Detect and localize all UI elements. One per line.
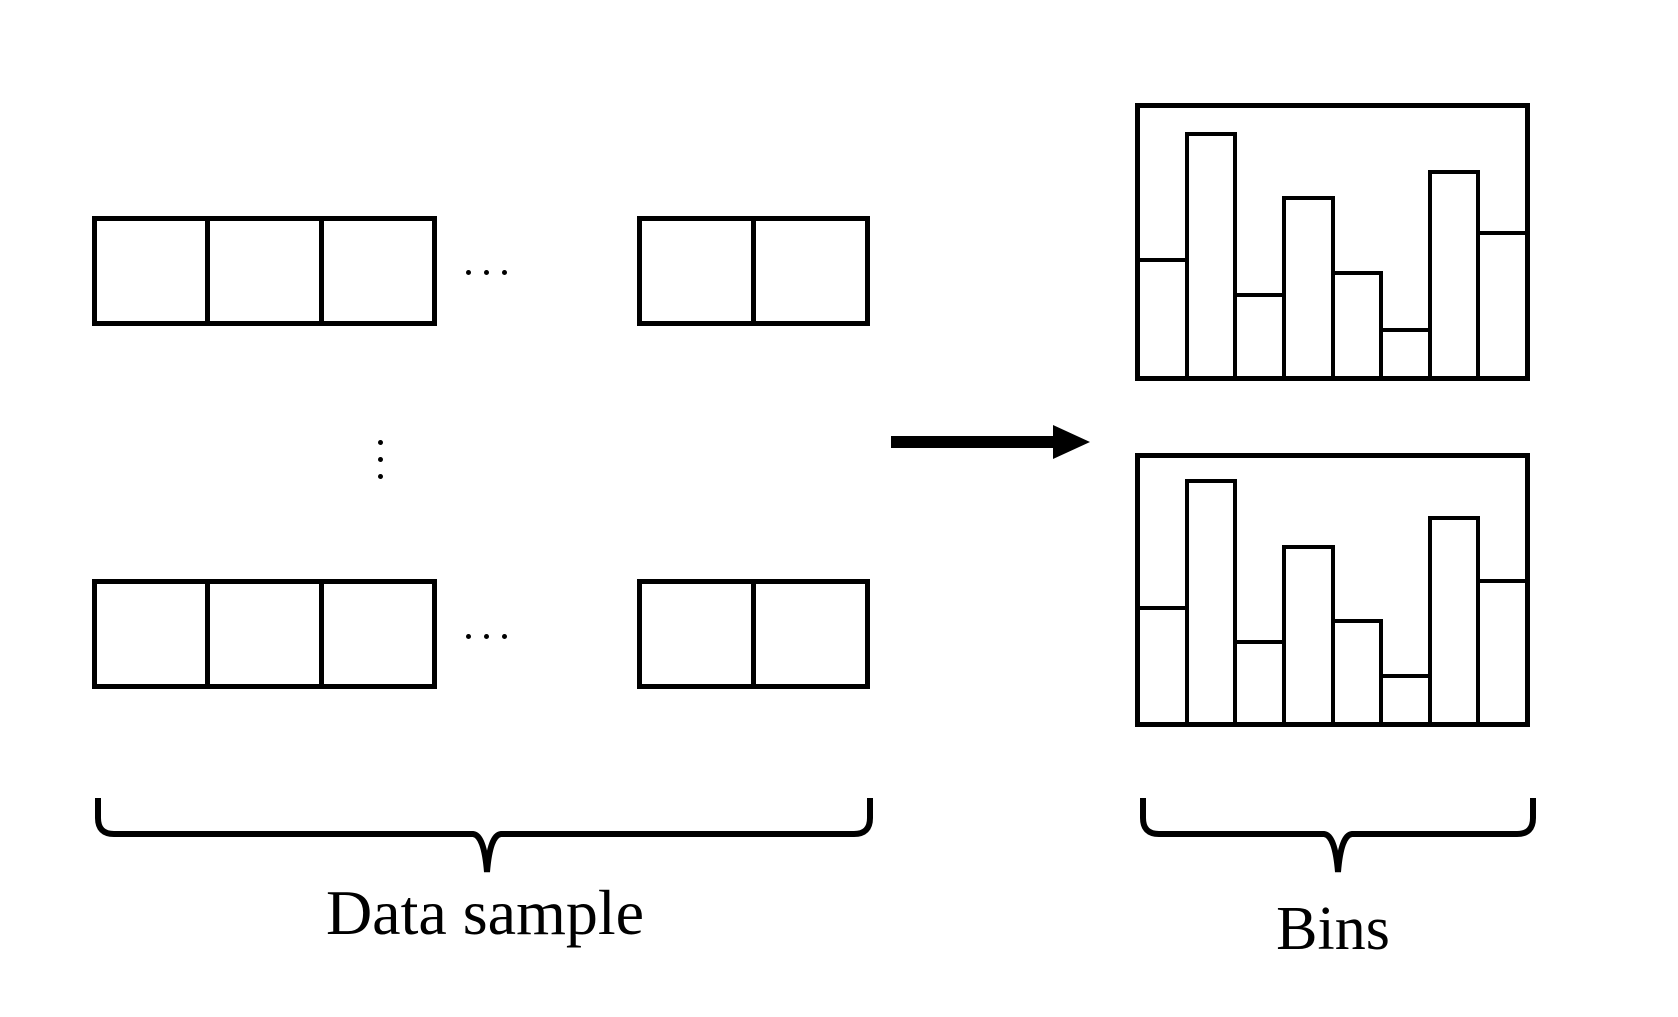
sample-cell	[205, 221, 318, 321]
sample-row-bottom-left-box	[92, 579, 437, 689]
label-bins: Bins	[1276, 895, 1390, 963]
histogram-bar	[1427, 516, 1481, 722]
histogram-bar	[1379, 327, 1432, 376]
histogram-bar	[1184, 132, 1238, 376]
histogram-bar	[1330, 271, 1384, 376]
histogram-bar	[1140, 258, 1189, 376]
sample-cell	[642, 221, 751, 321]
vertical-ellipsis	[378, 440, 383, 479]
sample-cell	[751, 584, 865, 684]
histogram-bar	[1330, 619, 1384, 722]
horizontal-ellipsis-bottom	[466, 634, 507, 639]
histogram-bar	[1379, 674, 1432, 722]
sample-row-top-right-box	[637, 216, 870, 326]
histogram-bar	[1184, 479, 1238, 722]
ellipsis-dot	[502, 634, 507, 639]
sample-cell	[318, 584, 432, 684]
histogram-bar	[1233, 292, 1286, 376]
histogram-bar	[1476, 579, 1525, 722]
sample-cell	[97, 584, 205, 684]
label-data-sample: Data sample	[325, 877, 645, 948]
ellipsis-dot	[484, 270, 489, 275]
ellipsis-dot	[484, 634, 489, 639]
ellipsis-dot	[466, 634, 471, 639]
ellipsis-dot	[466, 270, 471, 275]
histogram-bar	[1233, 640, 1286, 722]
histogram-bar	[1281, 196, 1335, 376]
sample-cell	[642, 584, 751, 684]
curly-brace-left	[95, 798, 873, 873]
sample-cell	[318, 221, 432, 321]
ellipsis-dot	[378, 474, 383, 479]
histogram-bar	[1427, 169, 1481, 376]
histogram-bar	[1476, 231, 1525, 376]
histogram-bottom-frame	[1135, 453, 1530, 727]
ellipsis-dot	[378, 440, 383, 445]
sample-row-bottom-right-box	[637, 579, 870, 689]
sample-cell	[751, 221, 865, 321]
histogram-top-frame	[1135, 103, 1530, 381]
histogram-bar	[1281, 545, 1335, 722]
sample-row-top-left-box	[92, 216, 437, 326]
sample-cell	[205, 584, 318, 684]
ellipsis-dot	[378, 457, 383, 462]
curly-brace-right	[1140, 798, 1536, 873]
ellipsis-dot	[502, 270, 507, 275]
histogram-bar	[1140, 605, 1189, 722]
sample-cell	[97, 221, 205, 321]
horizontal-ellipsis-top	[466, 270, 507, 275]
arrow-right-icon	[891, 425, 1090, 459]
